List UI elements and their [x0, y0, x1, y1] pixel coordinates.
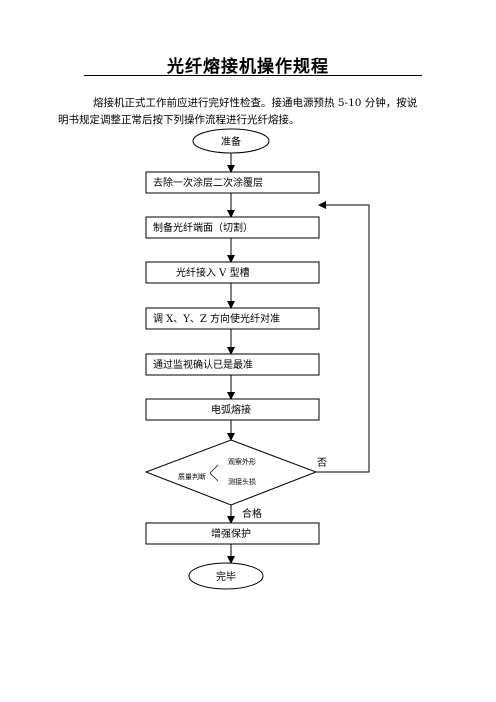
intro-paragraph: 熔接机正式工作前应进行完好性检查。接通电源预热 5-10 分钟，按说 明书规定调…: [58, 95, 450, 129]
no-loop-line: [316, 201, 370, 473]
quality-decision-diamond: [144, 439, 318, 506]
protect-box: [145, 522, 320, 545]
step-3-box: [145, 261, 320, 284]
end-node: [188, 562, 264, 590]
step-5-label: 通过监视确认已是最准: [153, 358, 253, 371]
step-6-box: [145, 398, 320, 421]
no-label: 否: [317, 457, 327, 469]
intro-line-1: 熔接机正式工作前应进行完好性检查。接通电源预热 5-10 分钟，按说: [93, 97, 418, 109]
protect-label: 增强保护: [211, 527, 251, 540]
intro-line-2: 明书规定调整正常后按下列操作流程进行光纤熔接。: [58, 114, 300, 126]
decision-check-loss: 测接头损: [228, 477, 256, 486]
yes-label: 合格: [242, 507, 262, 520]
step-3-label: 光纤接入 V 型槽: [176, 266, 250, 279]
step-2-label: 制备光纤端面（切割）: [153, 221, 253, 234]
decision-split-lower: [209, 472, 219, 482]
title-underline: [84, 75, 422, 76]
step-1-box: [145, 171, 320, 194]
step-2-box: [145, 216, 320, 239]
step-5-box: [145, 353, 320, 376]
decision-check-shape: 观察外形: [228, 457, 256, 466]
step-6-label: 电弧熔接: [211, 403, 251, 416]
step-4-label: 调 X、Y、Z 方向使光纤对准: [153, 312, 280, 325]
decision-label: 质量判断: [178, 472, 206, 481]
step-4-box: [145, 307, 320, 330]
page-title: 光纤熔接机操作规程: [167, 57, 329, 77]
step-1-label: 去除一次涂层二次涂覆层: [153, 176, 263, 189]
decision-split-upper: [209, 464, 219, 474]
end-label: 完毕: [216, 570, 236, 583]
start-label: 准备: [221, 135, 241, 148]
